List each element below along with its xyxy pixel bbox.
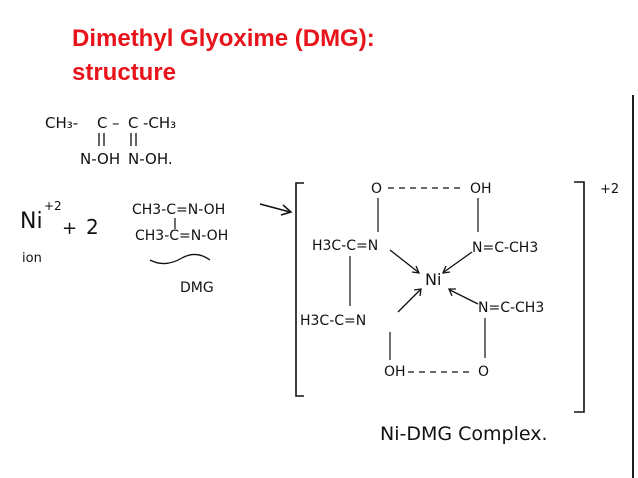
right-upper-group: N=C-CH3 [472,240,538,256]
dmg-ch3-left: CH₃- [45,114,78,132]
dmg-c-left: C [97,114,107,132]
dmg-line-1: CH3-C=N-OH [132,202,225,218]
plus-sign: + [62,218,77,239]
right-bracket [574,181,585,413]
top-bridge-o: O [371,181,382,197]
left-lower-group: H3C-C=N [300,313,366,329]
complex-label: Ni-DMG Complex. [380,423,548,445]
right-lower-group: N=C-CH3 [478,300,544,316]
ni-center: Ni [425,270,441,289]
reaction: Ni +2 + 2 ion CH3-C=N-OH CH3-C=N-OH DMG [20,199,293,296]
dmg-c-right: C [128,114,138,132]
dmg-line-2: CH3-C=N-OH [135,228,228,244]
svg-text:–: – [112,114,120,132]
ni-dmg-complex: +2 O OH H3C-C=N N=C-CH3 Ni [295,181,619,445]
top-bridge-oh: OH [470,181,492,197]
dmg-brace [149,253,211,265]
dmg-oxime-2: N-OH. [128,150,173,168]
slide-accent-line [632,95,634,478]
dmg-ch3-right: -CH₃ [143,114,176,132]
nickel-charge: +2 [44,199,62,213]
coefficient: 2 [86,215,99,239]
ion-label: ion [22,251,42,266]
bottom-bridge-o: O [478,364,489,380]
reaction-arrow [259,203,291,213]
title-line-1: Dimethyl Glyoxime (DMG): [72,25,375,52]
left-upper-group: H3C-C=N [312,238,378,254]
title-line-2: structure [72,59,177,86]
dmg-structure: CH₃- C – C -CH₃ N-OH N-OH. [45,114,176,168]
nickel-ion: Ni [20,209,43,234]
bottom-bridge-oh: OH [384,364,406,380]
dmg-label: DMG [180,280,214,296]
slide-title: Dimethyl Glyoxime (DMG): structure [72,22,572,90]
left-bracket [295,182,304,397]
complex-charge: +2 [600,182,619,197]
dmg-oxime-1: N-OH [80,150,120,168]
